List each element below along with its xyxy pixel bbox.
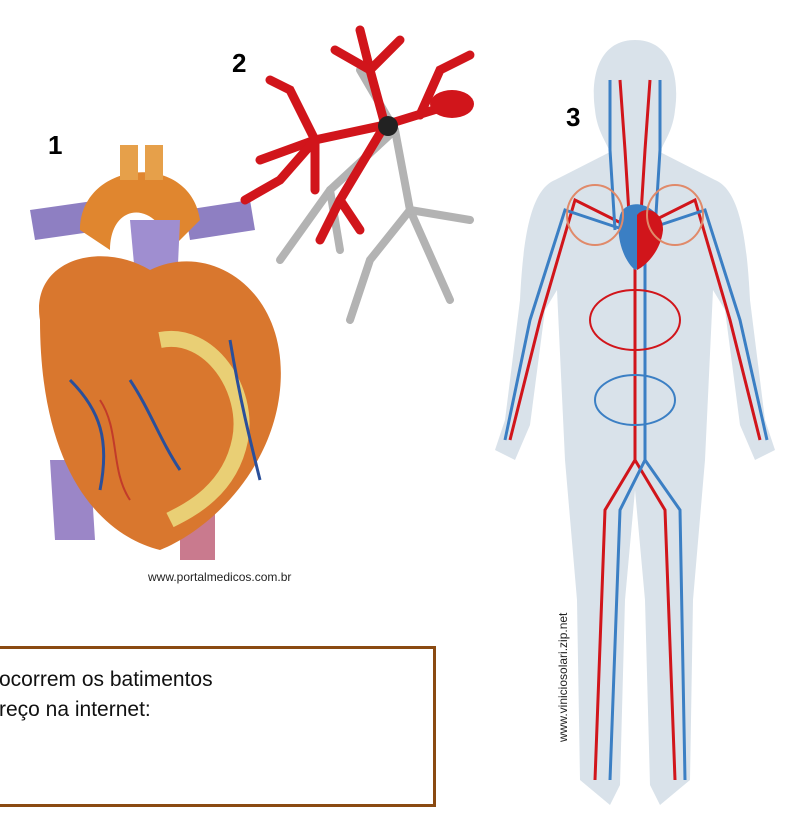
body-image-credit: www.viniciosolari.zip.net (556, 613, 570, 742)
vessel-tree-illustration (220, 10, 480, 340)
text-box-line-1: ocorrem os batimentos (0, 665, 213, 695)
text-box: ocorrem os batimentos reço na internet: (0, 646, 436, 807)
circulatory-system-illustration (485, 40, 785, 810)
heart-image-credit: www.portalmedicos.com.br (148, 570, 291, 584)
text-box-line-2: reço na internet: (0, 695, 151, 725)
